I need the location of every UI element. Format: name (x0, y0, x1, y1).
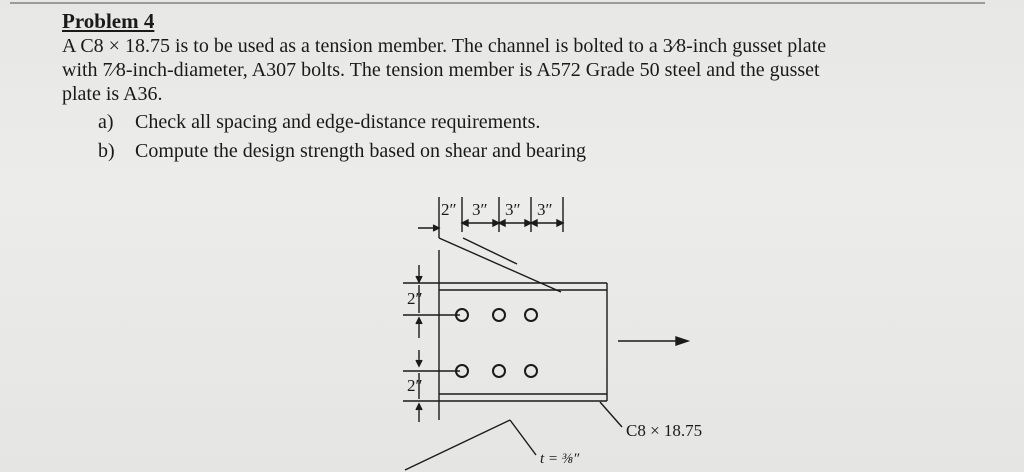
task-list: a) Check all spacing and edge-distance r… (62, 108, 1002, 166)
dim-label-h3: 3″ (505, 200, 521, 219)
thickness-leader-line (509, 419, 537, 456)
section-label: C8 × 18.75 (626, 421, 702, 440)
section-leader-line (599, 401, 623, 428)
problem-title: Problem 4 (62, 9, 155, 33)
bolt-hole (524, 364, 538, 378)
vertical-dimension-group (403, 265, 460, 422)
bolt-hole (455, 364, 469, 378)
bolt-hole (524, 308, 538, 322)
gusset-plate-edge-top (438, 237, 562, 293)
arrowhead (415, 359, 423, 368)
statement-line-1: A C8 × 18.75 is to be used as a tension … (62, 35, 827, 57)
arrowheads (460, 218, 565, 228)
bolt-pattern (455, 308, 538, 378)
arrowhead (415, 402, 423, 411)
force-arrowhead (675, 336, 691, 346)
task-item-a: a) Check all spacing and edge-distance r… (62, 108, 1002, 137)
arrowhead (432, 224, 441, 232)
arrowhead (415, 275, 423, 284)
bolt-hole (455, 308, 469, 322)
dim-label-h2: 3″ (472, 200, 488, 219)
statement-line-3: plate is A36. (62, 83, 163, 105)
task-marker: a) (98, 111, 114, 133)
dim-label-v2: 2″ (407, 376, 423, 395)
task-item-b: b) Compute the design strength based on … (62, 137, 1002, 166)
top-border-line (10, 2, 985, 4)
gusset-plate-edge-bottom (404, 419, 511, 471)
thickness-label: t = ⅜″ (540, 451, 580, 467)
horizontal-dimension-group (418, 197, 565, 238)
gusset-plate-edge-inner (462, 237, 518, 265)
dim-label-v1: 2″ (407, 289, 423, 308)
task-marker: b) (98, 140, 115, 162)
bolt-hole (492, 364, 506, 378)
dim-label-h1: 2″ (441, 200, 457, 219)
statement-line-2: with 7⁄8-inch-diameter, A307 bolts. The … (62, 59, 820, 81)
problem-document: Problem 4 A C8 × 18.75 is to be used as … (62, 8, 1002, 166)
arrowhead (415, 316, 423, 325)
task-text: Check all spacing and edge-distance requ… (135, 111, 541, 133)
dim-label-h4: 3″ (537, 200, 553, 219)
bolt-hole (492, 308, 506, 322)
channel-member (438, 250, 608, 420)
task-text: Compute the design strength based on she… (135, 140, 586, 162)
